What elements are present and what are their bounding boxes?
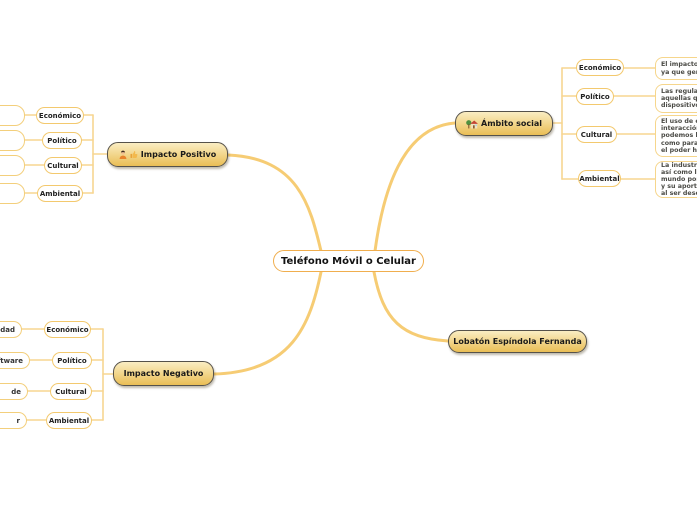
subtopic-negativo-politico[interactable]: Político: [52, 352, 92, 369]
note-text-fragment: idad: [0, 325, 15, 334]
note-box-cutoff[interactable]: [0, 155, 25, 176]
note-text-fragment: oftware: [0, 356, 23, 365]
curve-ambito-social: [373, 121, 457, 253]
topic-impacto-positivo[interactable]: Impacto Positivo: [107, 142, 228, 167]
subtopic-ambito-politico[interactable]: Político: [576, 88, 614, 105]
branch-curves: [212, 121, 457, 376]
note-text-fragment: de: [11, 387, 21, 396]
person-icon: [119, 150, 127, 159]
topic-label: Ámbito social: [481, 119, 542, 128]
note-box-cutoff[interactable]: [0, 183, 25, 204]
note-box-cutoff[interactable]: [0, 130, 25, 151]
topic-label: Lobatón Espíndola Fernanda: [453, 337, 582, 346]
curve-impacto-positivo: [226, 153, 323, 253]
subtopic-label: Económico: [38, 111, 82, 120]
subtopic-ambito-cultural[interactable]: Cultural: [576, 126, 617, 143]
subtopic-positivo-ambiental[interactable]: Ambiental: [37, 185, 83, 202]
thumbs-up-icon: [130, 150, 138, 159]
note-box-cutoff[interactable]: [0, 105, 25, 126]
note-box-cutoff-cultural[interactable]: de: [0, 383, 28, 400]
note-text: La industria así como lleg mundo por l y…: [661, 161, 697, 198]
topic-label: Impacto Negativo: [123, 369, 204, 378]
subtopic-label: Cultural: [55, 387, 87, 396]
subtopic-label: Político: [57, 356, 87, 365]
subtopic-label: Cultural: [580, 130, 613, 139]
topic-ambito-social[interactable]: Ámbito social: [455, 111, 553, 136]
subtopic-label: Ambiental: [579, 174, 620, 183]
note-text: Las regulacione aquellas que reg disposi…: [661, 87, 697, 110]
house-with-garden-icon: [466, 119, 478, 129]
curve-impacto-negativo: [212, 270, 323, 376]
note-text: El uso de estos interacción en podemos b…: [661, 118, 697, 154]
subtopic-negativo-cultural[interactable]: Cultural: [50, 383, 92, 400]
note-box-cutoff-politico[interactable]: oftware: [0, 352, 30, 369]
topic-author[interactable]: Lobatón Espíndola Fernanda: [448, 330, 587, 353]
subtopic-positivo-politico[interactable]: Político: [42, 132, 82, 149]
note-box-politico[interactable]: Las regulacione aquellas que reg disposi…: [655, 84, 697, 113]
subtopic-label: Económico: [46, 325, 89, 334]
subtopic-label: Cultural: [47, 161, 79, 170]
note-box-ambiental[interactable]: La industria así como lleg mundo por l y…: [655, 161, 697, 198]
curve-author: [372, 270, 450, 343]
central-topic-label: Teléfono Móvil o Celular: [281, 255, 416, 267]
subtopic-positivo-economico[interactable]: Económico: [36, 107, 84, 124]
subtopic-label: Ambiental: [39, 189, 81, 198]
note-box-economico[interactable]: El impacto en ya que genera: [655, 57, 697, 80]
note-box-cutoff-economico[interactable]: idad: [0, 321, 22, 338]
subtopic-label: Político: [47, 136, 77, 145]
central-topic[interactable]: Teléfono Móvil o Celular: [273, 250, 424, 272]
subtopic-label: Económico: [578, 63, 622, 72]
note-text-fragment: r: [16, 416, 20, 425]
note-box-cutoff-ambiental[interactable]: r: [0, 412, 27, 429]
note-text: El impacto en ya que genera: [661, 61, 697, 76]
subtopic-negativo-economico[interactable]: Económico: [44, 321, 91, 338]
subtopic-ambito-ambiental[interactable]: Ambiental: [578, 170, 621, 187]
note-box-cultural[interactable]: El uso de estos interacción en podemos b…: [655, 115, 697, 157]
subtopic-negativo-ambiental[interactable]: Ambiental: [46, 412, 92, 429]
topic-impacto-negativo[interactable]: Impacto Negativo: [113, 361, 214, 386]
subtopic-label: Ambiental: [48, 416, 90, 425]
subtopic-ambito-economico[interactable]: Económico: [576, 59, 624, 76]
topic-label: Impacto Positivo: [140, 150, 217, 159]
subtopic-positivo-cultural[interactable]: Cultural: [44, 157, 82, 174]
subtopic-label: Político: [580, 92, 610, 101]
